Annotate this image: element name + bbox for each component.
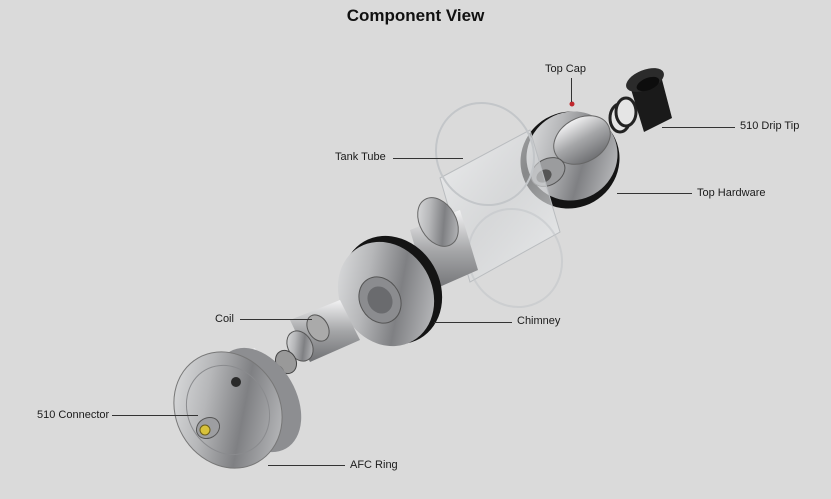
- chimney-part: [337, 197, 478, 347]
- top-hardware-label: Top Hardware: [697, 187, 766, 199]
- top-cap-leader: [571, 78, 572, 102]
- coil-label: Coil: [215, 313, 234, 325]
- coil-leader: [240, 319, 312, 320]
- drip-tip-label: 510 Drip Tip: [740, 120, 800, 132]
- chimney-label: Chimney: [517, 315, 561, 327]
- tank-tube-label: Tank Tube: [335, 151, 386, 163]
- tank-tube-leader: [393, 158, 463, 159]
- drip-tip-part: [608, 68, 672, 134]
- chimney-leader: [434, 322, 512, 323]
- diagram-title: Component View: [346, 6, 485, 25]
- afc-ring-label: AFC Ring: [350, 459, 398, 471]
- connector-label: 510 Connector: [37, 409, 110, 421]
- afc-ring-leader: [268, 465, 345, 466]
- top-hardware-leader: [617, 193, 692, 194]
- top-cap-label: Top Cap: [545, 63, 586, 75]
- drip-tip-leader: [662, 127, 735, 128]
- connector-leader: [112, 415, 198, 416]
- base-part: [173, 347, 302, 469]
